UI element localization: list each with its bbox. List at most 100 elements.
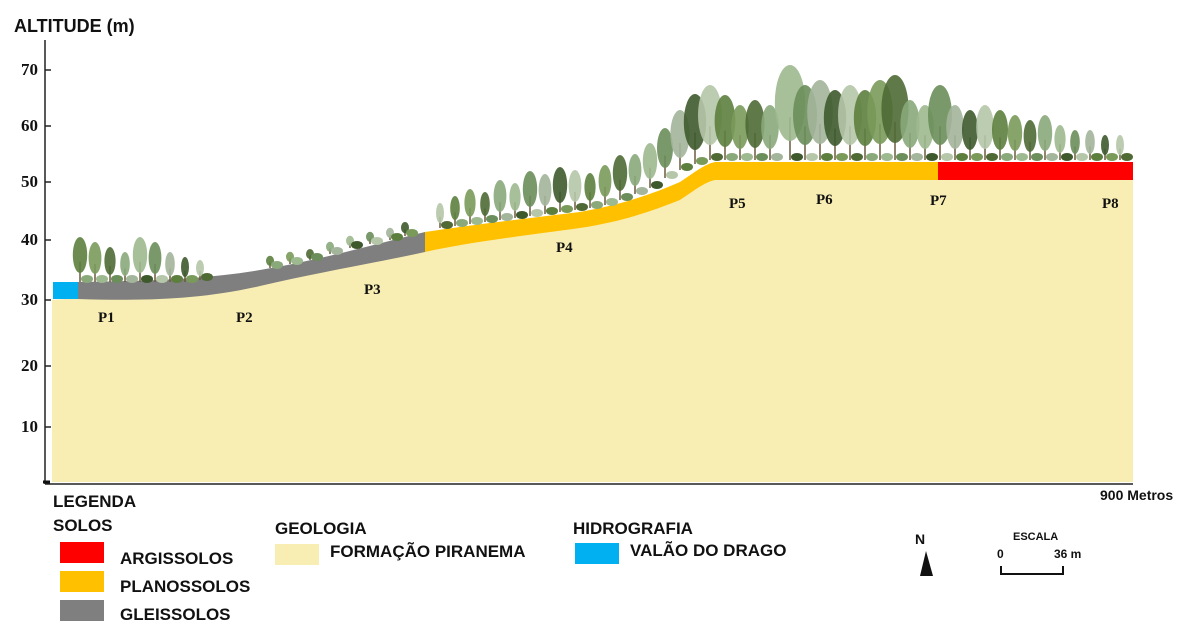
legend-swatch-gleissolos — [60, 600, 104, 621]
tree-crown — [900, 100, 920, 148]
shrub — [331, 247, 343, 255]
shrub — [531, 209, 543, 217]
tree-crown — [761, 105, 779, 149]
shrub — [986, 153, 998, 161]
legend-label-hydrography: VALÃO DO DRAGO — [630, 541, 787, 560]
y-axis-ticks — [45, 69, 51, 428]
tick-label-10: 10 — [21, 417, 38, 436]
shrub — [96, 275, 108, 283]
profile-point-label: P8 — [1102, 196, 1119, 212]
shrub — [806, 153, 818, 161]
shrub — [186, 275, 198, 283]
shrub — [896, 153, 908, 161]
shrub — [1061, 153, 1073, 161]
tick-label-40: 40 — [21, 230, 38, 249]
tree-crown — [745, 100, 765, 148]
legend-label-planossolos: PLANOSSOLOS — [120, 577, 251, 596]
shrub — [546, 207, 558, 215]
shrub — [1016, 153, 1028, 161]
tree-crown — [976, 105, 994, 149]
scale-end-label: 36 m — [1054, 547, 1082, 561]
tree-crown — [928, 85, 952, 145]
profile-point-label: P1 — [98, 310, 115, 326]
legend-title: LEGENDA — [53, 492, 137, 511]
shrub — [371, 237, 383, 245]
tree-crown — [1101, 135, 1109, 155]
tree-crown — [612, 155, 628, 191]
tree-crown — [642, 143, 658, 179]
tree-crown — [120, 252, 130, 276]
tree-crown — [1070, 130, 1080, 154]
shrub — [576, 203, 588, 211]
shrub — [81, 275, 93, 283]
tree-crown — [538, 174, 552, 206]
tree-crown — [598, 165, 612, 197]
tree-crown — [450, 196, 460, 220]
shrub — [971, 153, 983, 161]
shrub — [851, 153, 863, 161]
hydrography-channel — [53, 282, 78, 299]
scale-title: ESCALA — [1013, 531, 1059, 543]
shrub — [1121, 153, 1133, 161]
tree-crown — [493, 180, 507, 212]
shrub — [756, 153, 768, 161]
shrub — [666, 171, 678, 179]
geology-formation-area — [52, 180, 1133, 482]
shrub — [591, 201, 603, 209]
profile-point-label: P6 — [816, 192, 833, 208]
tree-crown — [1054, 125, 1066, 153]
tree-crown — [946, 105, 964, 149]
shrub — [486, 215, 498, 223]
shrub — [1046, 153, 1058, 161]
profile-point-label: P4 — [556, 240, 573, 256]
shrub — [406, 229, 418, 237]
legend-swatch-hydrography — [575, 543, 619, 564]
tree-crown — [522, 171, 538, 207]
tree-crown — [628, 154, 642, 186]
tree-crown — [436, 203, 444, 223]
shrub — [771, 153, 783, 161]
shrub — [881, 153, 893, 161]
tree-crown — [962, 110, 978, 150]
shrub — [1091, 153, 1103, 161]
legend-label-gleissolos: GLEISSOLOS — [120, 605, 231, 624]
shrub — [711, 153, 723, 161]
shrub — [516, 211, 528, 219]
shrub — [441, 221, 453, 229]
tree-crown — [1037, 115, 1053, 151]
planossolos-layer — [425, 162, 938, 252]
north-letter: N — [915, 531, 926, 547]
shrub — [501, 213, 513, 221]
tree-crown — [132, 237, 148, 273]
shrub — [456, 219, 468, 227]
shrub — [821, 153, 833, 161]
tree-crown — [1116, 135, 1124, 155]
shrub — [561, 205, 573, 213]
shrub — [1001, 153, 1013, 161]
tree-crown — [196, 260, 204, 276]
argissolos-layer — [938, 162, 1133, 180]
gleissolos-layer — [78, 232, 425, 300]
shrub — [926, 153, 938, 161]
tick-label-60: 60 — [21, 116, 38, 135]
tick-label-70: 70 — [21, 60, 38, 79]
north-arrow-icon — [920, 551, 933, 576]
tick-label-30: 30 — [21, 290, 38, 309]
profile-point-label: P3 — [364, 282, 381, 298]
shrub — [836, 153, 848, 161]
x-axis-end-label: 900 Metros — [1100, 487, 1174, 503]
tree-crown — [72, 237, 88, 273]
profile-point-label: P2 — [236, 310, 253, 326]
shrub — [726, 153, 738, 161]
legend-swatch-geology — [275, 544, 319, 565]
shrub — [911, 153, 923, 161]
tree-crown — [714, 95, 736, 147]
shrub — [141, 275, 153, 283]
shrub — [606, 198, 618, 206]
tree-crown — [584, 173, 596, 201]
tree-crown — [181, 257, 189, 277]
shrub — [621, 193, 633, 201]
tree-crown — [88, 242, 102, 274]
shrub — [171, 275, 183, 283]
legend-geology-title: GEOLOGIA — [275, 519, 367, 538]
